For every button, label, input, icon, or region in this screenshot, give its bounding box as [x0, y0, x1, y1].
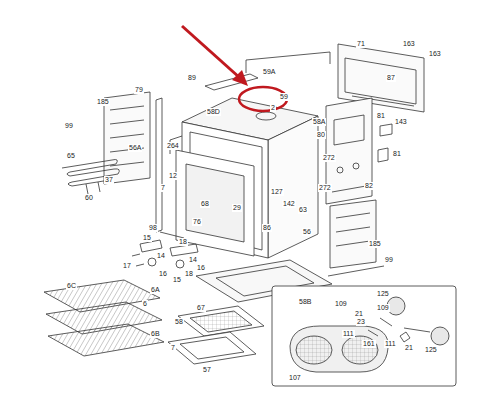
callout-number: 272: [318, 184, 332, 192]
callout-number: 111: [342, 330, 355, 338]
callout-number: 56A: [128, 144, 142, 152]
callout-number: 63: [298, 206, 308, 214]
callout-number: 71: [356, 40, 366, 48]
callout-number: 161: [362, 340, 376, 348]
callout-number: 89: [187, 74, 197, 82]
callout-number: 185: [368, 240, 382, 248]
callout-number: 7: [160, 184, 166, 192]
callout-number: 65: [66, 152, 76, 160]
callout-number: 57: [202, 366, 212, 374]
callout-number: 80: [316, 131, 326, 139]
callout-number: 109: [334, 300, 348, 308]
callout-number: 58B: [298, 298, 312, 306]
highlight-marker: [182, 26, 287, 111]
callout-number: 60: [84, 194, 94, 202]
callout-number: 21: [404, 344, 414, 352]
callout-number: 6B: [150, 330, 161, 338]
callout-number: 143: [394, 118, 408, 126]
callout-number: 17: [122, 262, 132, 270]
callout-number: 81: [376, 112, 386, 120]
callout-number: 142: [282, 200, 296, 208]
callout-number: 58: [174, 318, 184, 326]
callout-number: 99: [384, 256, 394, 264]
callout-number: 76: [192, 218, 202, 226]
callout-number: 59A: [262, 68, 276, 76]
callout-number: 16: [196, 264, 206, 272]
callout-number: 67: [196, 304, 206, 312]
callout-number: 125: [424, 346, 438, 354]
callout-number: 6C: [66, 282, 77, 290]
callout-number: 18: [184, 270, 194, 278]
callout-number: 125: [376, 290, 390, 298]
callout-number: 58A: [312, 118, 326, 126]
callout-number: 264: [166, 142, 180, 150]
callout-number: 18: [178, 238, 188, 246]
callout-number: 7: [170, 344, 176, 352]
callout-number: 12: [168, 172, 178, 180]
callout-number: 185: [96, 98, 110, 106]
callout-number: 16: [158, 270, 168, 278]
callout-number: 98: [148, 224, 158, 232]
callout-number: 14: [188, 256, 198, 264]
callout-number: 6A: [150, 286, 161, 294]
callout-number: 272: [322, 154, 336, 162]
callout-number: 14: [156, 252, 166, 260]
callout-number: 99: [64, 122, 74, 130]
callout-number: 37: [104, 176, 114, 184]
callout-number: 68: [200, 200, 210, 208]
callout-number: 163: [402, 40, 416, 48]
callout-number: 81: [392, 150, 402, 158]
callout-number: 86: [262, 224, 272, 232]
callout-number: 59: [279, 93, 289, 101]
callout-number: 58D: [206, 108, 221, 116]
callout-number: 79: [134, 86, 144, 94]
callout-number: 23: [356, 318, 366, 326]
callout-number: 15: [142, 234, 152, 242]
callout-number: 6: [142, 300, 148, 308]
callout-number: 109: [376, 304, 390, 312]
callout-number: 111: [384, 340, 397, 348]
callout-number: 2: [270, 104, 276, 112]
callout-number: 107: [288, 374, 302, 382]
callout-number: 163: [428, 50, 442, 58]
callout-number: 21: [354, 310, 364, 318]
callout-number: 87: [386, 74, 396, 82]
callout-number: 56: [302, 228, 312, 236]
callout-number: 82: [364, 182, 374, 190]
callout-number: 15: [172, 276, 182, 284]
callout-number: 29: [232, 204, 242, 212]
callout-number: 127: [270, 188, 284, 196]
